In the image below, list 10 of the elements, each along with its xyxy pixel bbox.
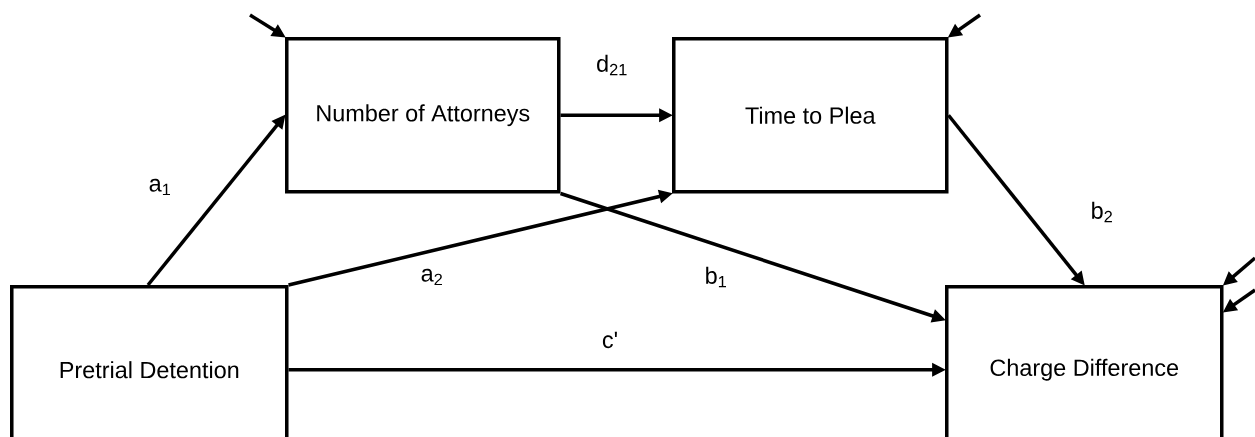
variable-box: Time to Plea	[672, 37, 949, 194]
edge-label: b$_{2}$	[1089, 200, 1115, 224]
edge-label: b$_{1}$	[703, 265, 729, 289]
edge-label: a$_{1}$	[147, 177, 173, 197]
variable-box: Number of Attorneys	[285, 37, 561, 194]
variable-box: Pretrial Detention	[10, 285, 289, 437]
edge-label: a$_{2}$	[419, 267, 445, 287]
edge-label: c'	[600, 330, 620, 350]
variable-box: Charge Difference	[945, 285, 1224, 437]
edge-label: d$_{21}$	[594, 53, 630, 77]
